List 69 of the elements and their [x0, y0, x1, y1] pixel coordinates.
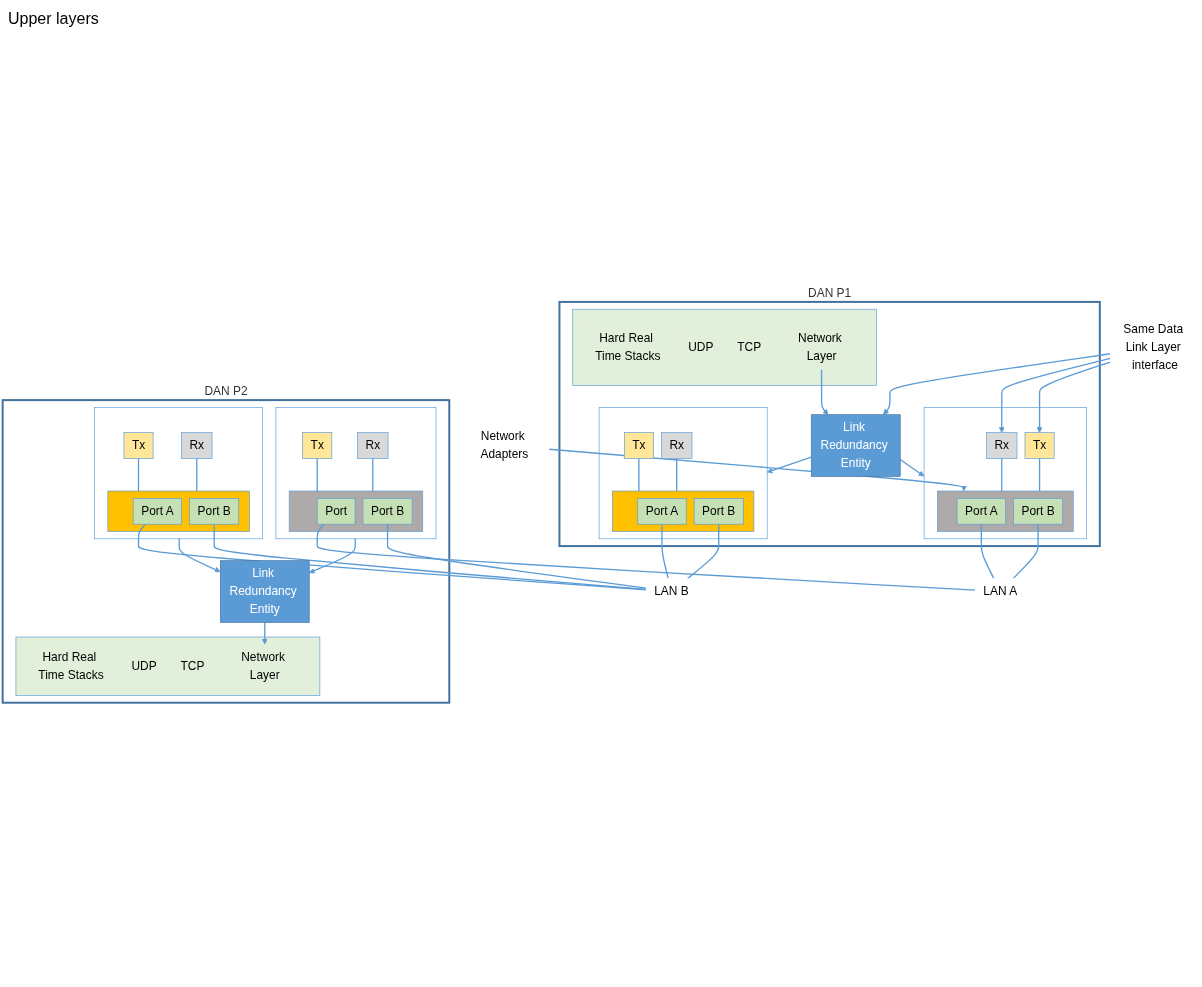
- node-text: Same Data Link Layer interface: [1123, 322, 1184, 372]
- node-text: LAN A: [983, 584, 1018, 598]
- node-box: Port B: [693, 497, 744, 525]
- connector: [372, 457, 374, 492]
- cluster: [275, 406, 437, 539]
- arrow: [178, 537, 221, 573]
- connector: [1001, 457, 1003, 492]
- arrow: [820, 368, 829, 415]
- cluster: [94, 406, 263, 539]
- node-box: Tx: [623, 432, 654, 459]
- connector: [1038, 457, 1041, 492]
- connector: [980, 523, 995, 580]
- node-text: Network Layer: [798, 331, 842, 363]
- node-box: Rx: [661, 432, 693, 459]
- cluster: [558, 300, 1101, 547]
- connector: [316, 457, 318, 492]
- node-label: DAN P2: [204, 384, 248, 398]
- connector: [638, 457, 640, 492]
- node-text: Hard Real Time Stacks: [595, 331, 661, 363]
- node-text: TCP: [180, 659, 205, 673]
- connector: [686, 523, 720, 580]
- arrow: [998, 357, 1112, 433]
- connector: [661, 523, 669, 580]
- node-box: Rx: [357, 432, 389, 459]
- node-box: Port A: [956, 497, 1006, 525]
- connector: [137, 523, 647, 591]
- connector: [316, 523, 976, 591]
- cluster: [937, 490, 1074, 532]
- node-box: Tx: [302, 432, 333, 459]
- connector: [137, 457, 140, 492]
- node-box: Tx: [1024, 432, 1055, 459]
- node-box: Port A: [637, 497, 687, 525]
- node-box: Tx: [123, 432, 154, 459]
- node-box: Rx: [986, 432, 1018, 459]
- node-box: Port B: [362, 497, 413, 525]
- node-box: Port B: [1013, 497, 1063, 525]
- cluster: [288, 490, 424, 532]
- connector: [196, 457, 198, 492]
- node-text: Network Adapters: [480, 429, 529, 461]
- arrow: [308, 537, 356, 574]
- cluster: [15, 636, 321, 696]
- arrow: [1036, 361, 1112, 433]
- layer-label: Upper layers: [8, 10, 99, 28]
- cluster: [572, 308, 877, 386]
- node-box: Port B: [189, 497, 240, 525]
- arrow: [261, 621, 268, 645]
- arrow: [883, 352, 1112, 415]
- node-box: Port: [316, 497, 356, 525]
- node-text: Hard Real Time Stacks: [38, 650, 104, 682]
- node-text: UDP: [688, 340, 714, 354]
- arrow: [899, 458, 925, 477]
- connector: [213, 523, 647, 590]
- node-box: Link Redundancy Entity: [220, 560, 310, 623]
- connector: [1012, 523, 1039, 580]
- node-text: Network Layer: [241, 650, 286, 682]
- node-label: DAN P1: [808, 286, 852, 300]
- node-text: TCP: [737, 340, 762, 354]
- cluster: [598, 406, 768, 539]
- connector: [386, 523, 647, 589]
- node-text: LAN B: [654, 584, 689, 598]
- cluster: [107, 490, 250, 532]
- cluster: [612, 490, 755, 532]
- node-box: Port A: [132, 497, 182, 525]
- arrow: [766, 456, 812, 474]
- node-box: Link Redundancy Entity: [810, 414, 901, 477]
- cluster: [1, 398, 451, 704]
- node-box: Rx: [181, 432, 213, 459]
- cluster: [923, 406, 1087, 539]
- node-text: UDP: [131, 659, 157, 673]
